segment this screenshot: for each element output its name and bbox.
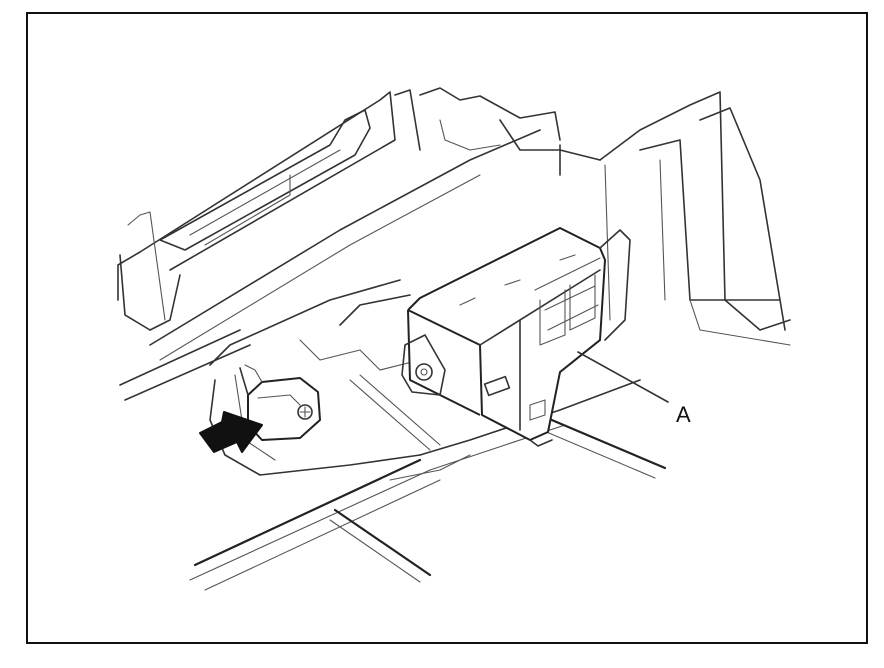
connector <box>401 227 631 447</box>
upper-trim <box>419 87 791 346</box>
callout-a-leader <box>577 351 669 403</box>
console-panel <box>117 89 541 401</box>
connector-screw-icon <box>415 363 433 381</box>
callout-label-a: A <box>676 402 691 427</box>
screw-icon <box>297 404 313 420</box>
push-arrow-icon <box>199 411 263 453</box>
